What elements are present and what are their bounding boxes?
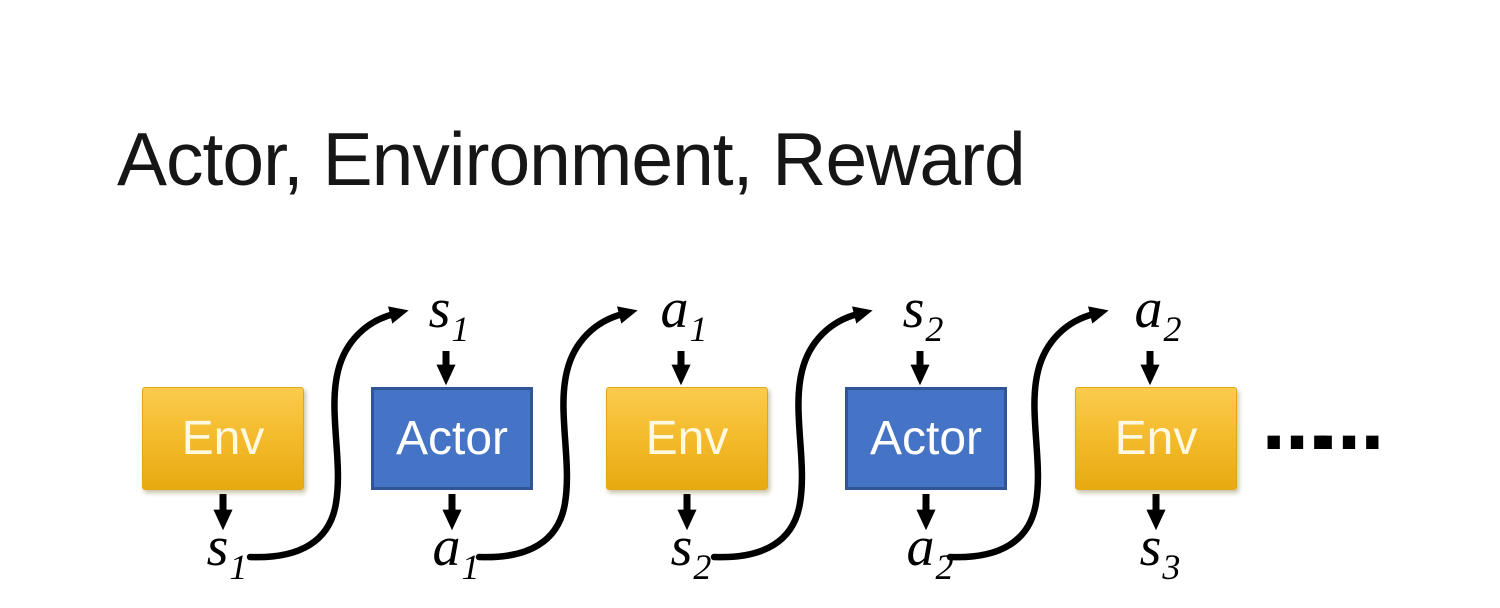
bottom-label-a2: a2 xyxy=(907,519,954,585)
label-base: s xyxy=(428,278,451,340)
transfer-arrow-2 xyxy=(475,306,638,561)
label-base: a xyxy=(660,278,689,340)
label-sub: 2 xyxy=(925,309,944,349)
label-sub: 2 xyxy=(1163,309,1182,349)
label-sub: 1 xyxy=(689,309,708,349)
label-base: a xyxy=(906,516,935,578)
ellipsis-dots: …… xyxy=(1262,384,1384,466)
env-box-2: Env xyxy=(606,387,768,490)
actor-box-2: Actor xyxy=(845,387,1007,490)
box-label: Env xyxy=(1114,412,1198,465)
top-label-a2: a2 xyxy=(1135,281,1182,347)
label-base: s xyxy=(670,516,693,578)
label-base: s xyxy=(206,516,229,578)
label-base: s xyxy=(1139,516,1162,578)
bottom-label-s3: s3 xyxy=(1140,519,1181,585)
label-sub: 1 xyxy=(461,547,480,587)
bottom-label-s1: s1 xyxy=(207,519,248,585)
box-label: Env xyxy=(181,412,265,465)
top-label-s2: s2 xyxy=(903,281,944,347)
label-sub: 2 xyxy=(693,547,712,587)
label-sub: 3 xyxy=(1162,547,1181,587)
bottom-label-a1: a1 xyxy=(433,519,480,585)
top-label-a1: a1 xyxy=(661,281,708,347)
label-base: a xyxy=(432,516,461,578)
box-label: Actor xyxy=(869,412,983,465)
label-sub: 1 xyxy=(451,309,470,349)
label-base: s xyxy=(902,278,925,340)
label-sub: 1 xyxy=(229,547,248,587)
box-label: Env xyxy=(645,412,729,465)
actor-box-1: Actor xyxy=(371,387,533,490)
transfer-arrow-3 xyxy=(710,306,873,561)
transfer-arrow-1 xyxy=(246,306,409,561)
slide-title: Actor, Environment, Reward xyxy=(117,117,1026,201)
label-sub: 2 xyxy=(935,547,954,587)
env-box-3: Env xyxy=(1075,387,1237,490)
label-base: a xyxy=(1134,278,1163,340)
transfer-arrow-4 xyxy=(946,306,1109,561)
top-label-s1: s1 xyxy=(429,281,470,347)
env-box-1: Env xyxy=(142,387,304,490)
bottom-label-s2: s2 xyxy=(671,519,712,585)
box-label: Actor xyxy=(395,412,509,465)
